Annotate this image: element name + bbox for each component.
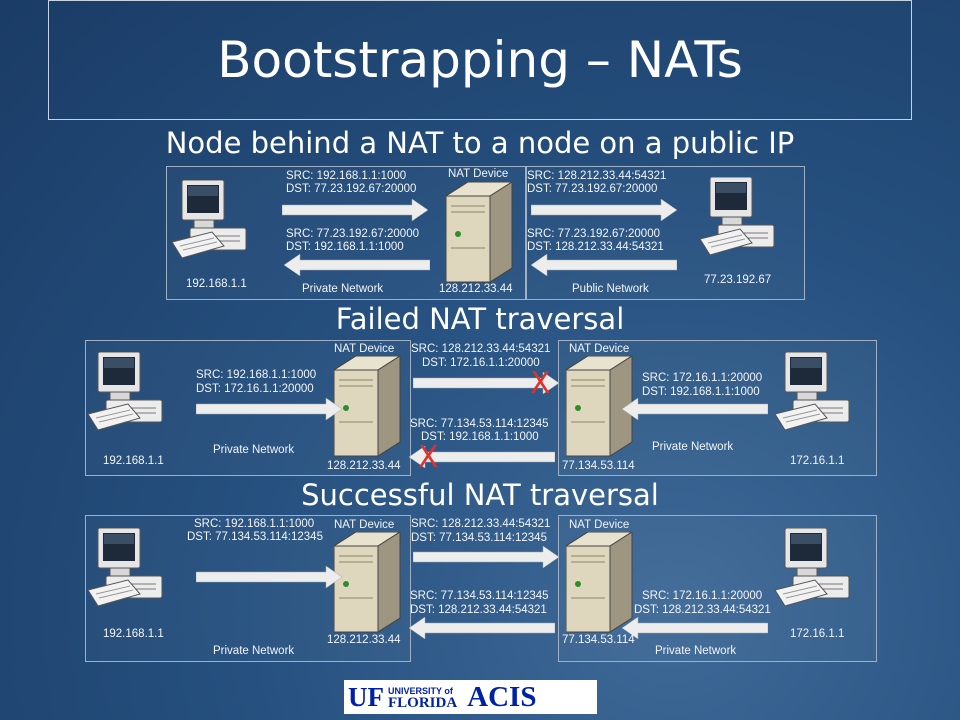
arrow-right — [531, 199, 677, 221]
computer-icon — [172, 180, 247, 259]
arrow-left — [622, 398, 768, 420]
arrow-left — [284, 254, 430, 276]
private-network-panel — [85, 515, 411, 662]
packet-label: DST: 128.212.33.44:54321 — [527, 241, 664, 253]
ip-label: 172.16.1.1 — [790, 455, 845, 467]
computer-icon — [775, 528, 850, 607]
arrow-right — [413, 546, 559, 568]
packet-label: DST: 77.23.192.67:20000 — [527, 183, 658, 195]
arrow-left — [622, 617, 768, 639]
nat-device-label: NAT Device — [334, 519, 395, 531]
packet-label: DST: 192.168.1.1:1000 — [421, 431, 539, 443]
nat-device-label: NAT Device — [334, 343, 395, 355]
ip-label: 172.16.1.1 — [790, 628, 845, 640]
nat-device-label: NAT Device — [569, 343, 630, 355]
logo-university-of: UNIVERSITY of — [388, 686, 453, 696]
packet-label: SRC: 192.168.1.1:1000 — [194, 518, 315, 530]
computer-icon — [88, 528, 163, 607]
failed-cross-icon: X — [530, 366, 551, 401]
logo-florida: FLORIDA — [388, 695, 458, 711]
packet-label: SRC: 77.23.192.67:20000 — [286, 228, 419, 240]
computer-icon — [775, 352, 850, 431]
network-label: Public Network — [572, 283, 649, 295]
packet-label: SRC: 172.16.1.1:20000 — [642, 372, 763, 384]
logo-acis: ACIS — [467, 680, 537, 713]
packet-label: DST: 172.16.1.1:20000 — [422, 357, 540, 369]
ip-label: 192.168.1.1 — [103, 455, 164, 467]
packet-label: DST: 128.212.33.44:54321 — [410, 604, 547, 616]
arrow-left — [409, 617, 555, 639]
failed-cross-icon: X — [418, 440, 439, 475]
arrow-right — [196, 566, 342, 588]
nat-device-label: NAT Device — [448, 168, 509, 180]
title-box: Bootstrapping – NATs — [48, 0, 912, 120]
arrow-left — [531, 254, 677, 276]
nat-server-icon — [334, 356, 401, 457]
packet-label: DST: 192.168.1.1:1000 — [642, 386, 760, 398]
packet-label: SRC: 128.212.33.44:54321 — [411, 518, 551, 530]
ip-label: 128.212.33.44 — [439, 283, 513, 295]
packet-label: SRC: 77.134.53.114:12345 — [410, 418, 549, 430]
ip-label: 192.168.1.1 — [186, 278, 247, 290]
private-network-panel — [85, 340, 411, 476]
packet-label: SRC: 172.16.1.1:20000 — [642, 590, 763, 602]
network-label: Private Network — [655, 645, 737, 657]
logo-uf: UF — [348, 681, 384, 712]
arrow-right — [282, 199, 428, 221]
packet-label: DST: 77.134.53.114:12345 — [411, 532, 547, 544]
packet-label: DST: 77.134.53.114:12345 — [187, 531, 323, 543]
nat-server-icon — [446, 182, 513, 283]
private-network-panel — [558, 515, 877, 662]
section-heading-public: Node behind a NAT to a node on a public … — [165, 126, 795, 160]
section-heading-successful: Successful NAT traversal — [301, 478, 659, 512]
computer-icon — [700, 177, 775, 256]
ip-label: 192.168.1.1 — [103, 628, 164, 640]
slide-title: Bootstrapping – NATs — [217, 31, 743, 89]
private-network-panel — [558, 340, 877, 476]
private-network-panel — [166, 166, 527, 300]
arrow-right — [196, 398, 342, 420]
section-heading-failed: Failed NAT traversal — [335, 302, 625, 336]
packet-label: SRC: 128.212.33.44:54321 — [411, 343, 551, 355]
uf-acis-logo: UF UNIVERSITY of FLORIDA ACIS — [344, 680, 597, 714]
ip-label: 77.134.53.114 — [562, 460, 635, 472]
logo-university: UNIVERSITY of FLORIDA — [388, 685, 458, 711]
nat-server-icon — [334, 532, 401, 633]
network-label: Private Network — [213, 444, 295, 456]
network-label: Private Network — [213, 645, 295, 657]
public-network-panel — [525, 166, 805, 300]
ip-label: 77.134.53.114 — [562, 634, 635, 646]
packet-label: DST: 128.212.33.44:54321 — [634, 604, 771, 616]
nat-device-label: NAT Device — [569, 519, 630, 531]
packet-label: DST: 192.168.1.1:1000 — [286, 241, 404, 253]
ip-label: 128.212.33.44 — [327, 460, 401, 472]
packet-label: DST: 77.23.192.67:20000 — [286, 183, 417, 195]
network-label: Private Network — [302, 283, 384, 295]
packet-label: SRC: 128.212.33.44:54321 — [527, 170, 667, 182]
network-label: Private Network — [652, 441, 734, 453]
packet-label: DST: 172.16.1.1:20000 — [196, 383, 314, 395]
packet-label: SRC: 192.168.1.1:1000 — [286, 170, 407, 182]
ip-label: 128.212.33.44 — [327, 634, 401, 646]
computer-icon — [88, 352, 163, 431]
packet-label: SRC: 192.168.1.1:1000 — [196, 369, 317, 381]
packet-label: SRC: 77.134.53.114:12345 — [410, 590, 549, 602]
packet-label: SRC: 77.23.192.67:20000 — [527, 228, 660, 240]
ip-label: 77.23.192.67 — [704, 274, 772, 286]
